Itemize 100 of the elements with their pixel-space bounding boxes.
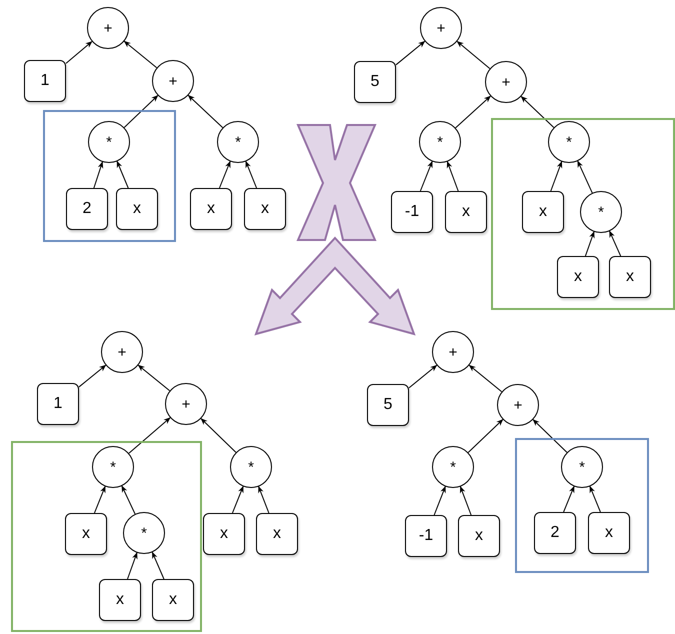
operator-circle xyxy=(230,446,272,488)
leaf-box xyxy=(99,579,141,621)
arrow xyxy=(116,160,129,188)
arrow xyxy=(563,486,575,512)
arrow xyxy=(577,160,593,194)
leaf-box xyxy=(588,512,630,554)
node-label: + xyxy=(168,72,178,90)
operator-circle xyxy=(92,446,134,488)
arrow xyxy=(456,40,490,70)
node-label: x xyxy=(261,200,269,218)
leaf-box xyxy=(557,256,599,298)
operator-circle xyxy=(432,446,474,488)
node-label: + xyxy=(118,344,126,360)
node-label: x xyxy=(220,525,228,543)
leaf-box xyxy=(256,513,298,555)
arrow xyxy=(128,417,171,454)
operator-circle xyxy=(580,191,622,233)
highlight-frame xyxy=(11,441,202,632)
leaf-box xyxy=(367,384,409,426)
operator-circle xyxy=(485,61,527,103)
arrow xyxy=(245,160,258,188)
arrow xyxy=(78,364,106,388)
leaf-box xyxy=(522,191,564,233)
node-label: * xyxy=(598,204,604,220)
operator-circle xyxy=(420,7,462,49)
arrow xyxy=(609,230,622,256)
arrow xyxy=(455,96,491,128)
arrow xyxy=(93,161,104,188)
leaf-box xyxy=(65,513,107,555)
node-label: 5 xyxy=(370,73,380,91)
arrow xyxy=(396,40,426,66)
arrow xyxy=(520,96,554,128)
arrow xyxy=(258,486,270,514)
node-label: + xyxy=(514,396,522,414)
arrow xyxy=(124,95,158,128)
highlight-frame xyxy=(43,110,176,242)
node-label: x xyxy=(626,268,634,286)
node-label: x xyxy=(475,527,483,545)
node-label: x xyxy=(539,203,547,221)
node-label: x xyxy=(207,200,215,218)
leaf-box xyxy=(152,579,194,621)
leaf-box xyxy=(354,61,396,103)
leaf-box xyxy=(244,188,286,230)
leaf-box xyxy=(534,512,576,554)
arrow xyxy=(550,161,562,192)
node-label: * xyxy=(235,134,241,150)
arrow xyxy=(468,364,502,392)
node-label: * xyxy=(110,458,116,476)
leaf-box xyxy=(391,191,433,233)
node-label: * xyxy=(450,458,456,476)
node-label: x xyxy=(605,524,613,542)
node-label: x xyxy=(116,591,124,609)
node-label: x xyxy=(574,268,582,286)
arrow xyxy=(218,160,231,188)
arrow xyxy=(589,486,601,512)
operator-circle xyxy=(497,384,539,426)
operator-circle xyxy=(101,331,143,373)
arrow xyxy=(138,364,170,392)
operator-circle xyxy=(432,331,474,373)
node-label: * xyxy=(141,524,147,542)
node-label: -1 xyxy=(404,203,420,221)
node-label: * xyxy=(566,134,572,150)
node-label: * xyxy=(248,458,254,476)
operator-circle xyxy=(152,60,194,102)
highlight-frame xyxy=(491,118,675,310)
node-label: * xyxy=(579,458,585,476)
leaf-box xyxy=(458,515,500,557)
node-label: + xyxy=(436,20,446,36)
node-label: x xyxy=(133,200,141,218)
node-label: -1 xyxy=(418,527,434,545)
leaf-box xyxy=(37,383,79,425)
arrow xyxy=(66,41,92,64)
arrow xyxy=(420,160,433,192)
leaf-box xyxy=(116,188,158,230)
leaf-box xyxy=(24,60,66,102)
operator-circle xyxy=(419,121,461,163)
node-label: + xyxy=(502,74,510,90)
arrow xyxy=(200,418,236,453)
operator-circle xyxy=(88,121,130,163)
arrow xyxy=(468,419,504,453)
operator-circle xyxy=(123,512,165,554)
leaf-box xyxy=(609,256,651,298)
arrow xyxy=(152,552,164,580)
node-label: * xyxy=(106,134,112,150)
operator-circle xyxy=(87,7,129,49)
node-label: + xyxy=(182,396,190,412)
leaf-box xyxy=(66,188,108,230)
operator-circle xyxy=(561,446,603,488)
node-label: x xyxy=(273,525,281,543)
arrow xyxy=(584,231,595,256)
leaf-box xyxy=(405,515,447,557)
leaf-box xyxy=(203,513,245,555)
arrow xyxy=(446,161,459,192)
node-label: 2 xyxy=(82,200,92,218)
operator-circle xyxy=(548,121,590,163)
arrow xyxy=(121,485,136,514)
arrow xyxy=(532,419,568,453)
arrow xyxy=(94,486,106,514)
arrow xyxy=(434,486,446,516)
operator-circle xyxy=(217,121,259,163)
